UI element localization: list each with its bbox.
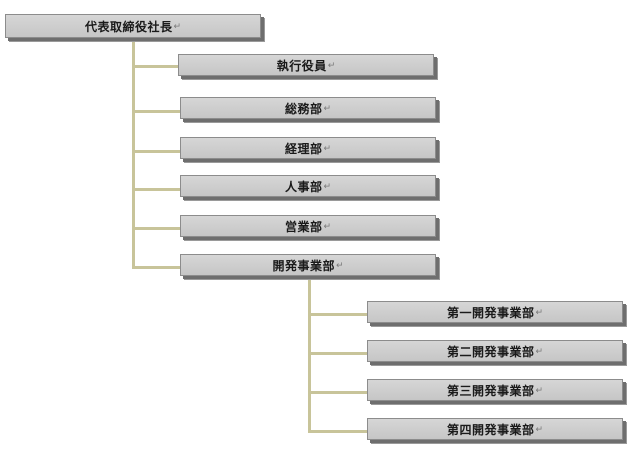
branch-connector-dept-5 [132,266,181,269]
org-node-label: 第二開発事業部 [446,344,535,359]
org-node-label: 人事部 [284,179,323,194]
org-node-executive: 執行役員↵ [178,54,434,76]
org-node-root: 代表取締役社長↵ [5,14,261,38]
org-node-division: 第二開発事業部↵ [367,340,623,362]
org-node-label: 第一開発事業部 [446,305,535,320]
paragraph-mark-icon: ↵ [173,22,182,32]
org-node-label: 代表取締役社長 [84,19,173,34]
org-node-division: 第四開発事業部↵ [367,418,623,440]
branch-connector-dept-4 [132,227,181,230]
org-node-department: 開発事業部↵ [180,254,436,276]
paragraph-mark-icon: ↵ [535,425,544,435]
org-node-division: 第三開発事業部↵ [367,379,623,401]
sub-branch-connector-1 [308,313,368,316]
trunk-connector [132,39,135,269]
sub-branch-connector-4 [308,430,368,433]
org-node-label: 経理部 [284,141,323,156]
org-node-label: 開発事業部 [272,258,335,273]
org-node-department: 営業部↵ [180,215,436,237]
org-node-label: 第三開発事業部 [446,383,535,398]
paragraph-mark-icon: ↵ [323,222,332,232]
branch-connector-dept-3 [132,188,181,191]
branch-connector-dept-2 [132,150,181,153]
org-node-label: 第四開発事業部 [446,422,535,437]
paragraph-mark-icon: ↵ [535,347,544,357]
paragraph-mark-icon: ↵ [535,308,544,318]
paragraph-mark-icon: ↵ [535,386,544,396]
paragraph-mark-icon: ↵ [323,144,332,154]
sub-trunk-connector [308,280,311,433]
org-node-label: 総務部 [284,101,323,116]
sub-branch-connector-3 [308,391,368,394]
paragraph-mark-icon: ↵ [323,104,332,114]
paragraph-mark-icon: ↵ [335,261,344,271]
org-node-division: 第一開発事業部↵ [367,301,623,323]
branch-connector-dept-1 [132,110,181,113]
branch-connector-executive [132,65,179,68]
paragraph-mark-icon: ↵ [327,61,336,71]
org-node-label: 執行役員 [276,58,327,73]
paragraph-mark-icon: ↵ [323,182,332,192]
org-node-label: 営業部 [284,219,323,234]
org-node-department: 経理部↵ [180,137,436,159]
sub-branch-connector-2 [308,352,368,355]
org-node-department: 人事部↵ [180,175,436,197]
org-node-department: 総務部↵ [180,97,436,119]
